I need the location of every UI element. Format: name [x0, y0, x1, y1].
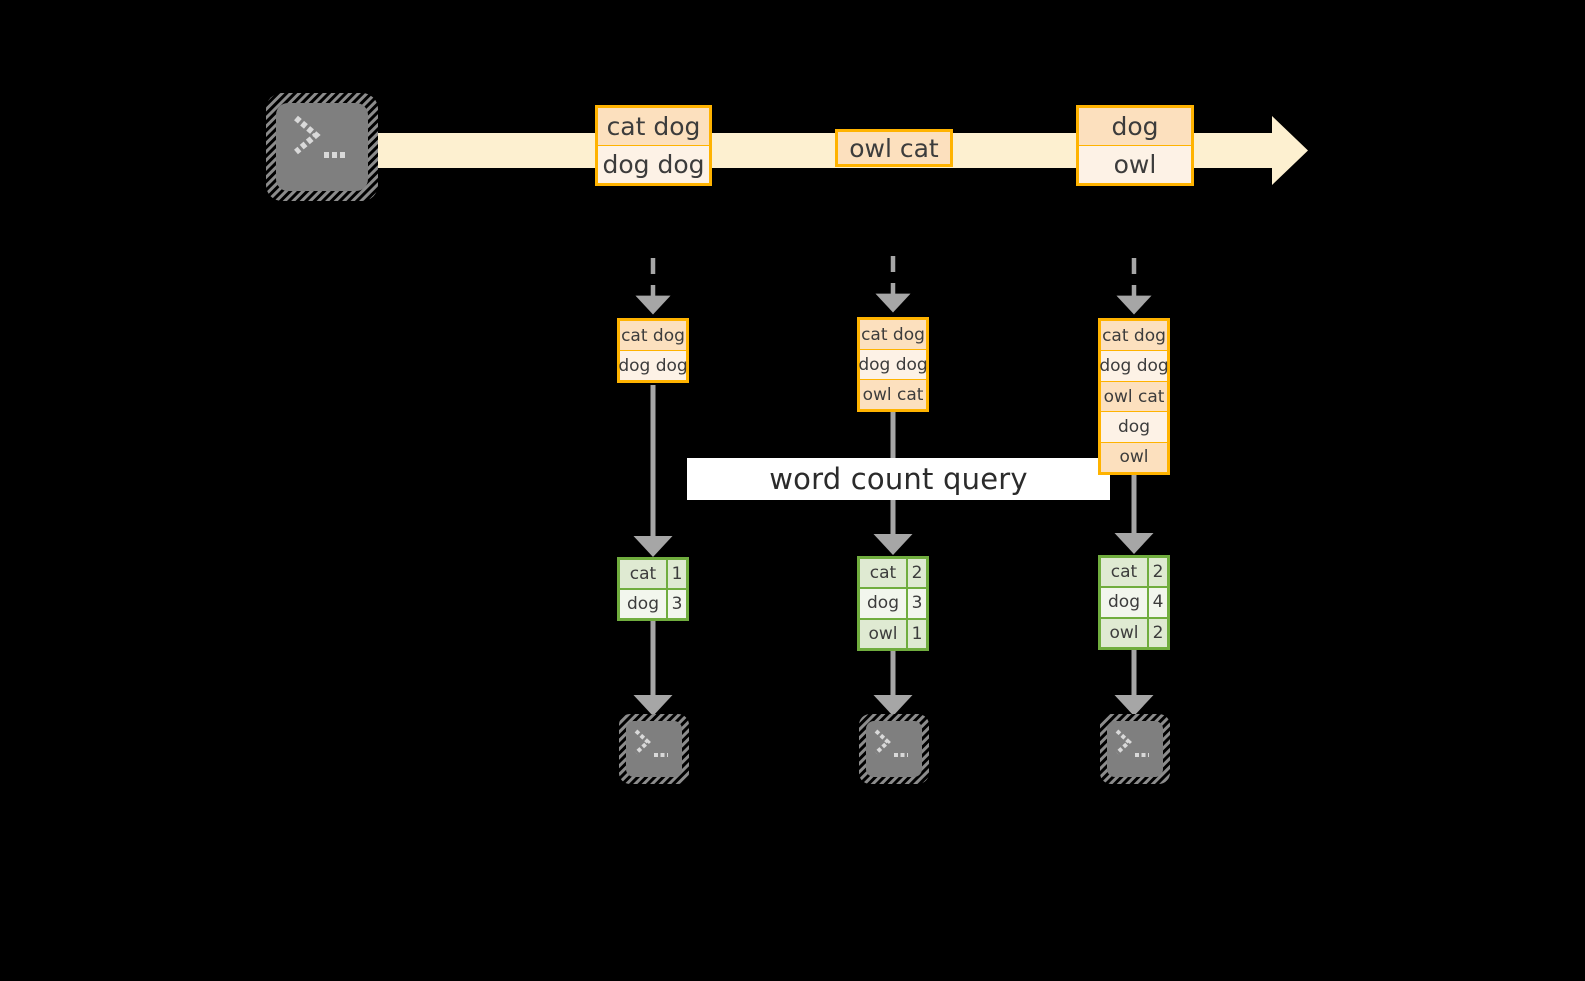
stream-message-line: dog [1079, 108, 1191, 146]
result-count: 3 [668, 590, 686, 618]
result-word: cat [860, 559, 908, 588]
result-count: 4 [1149, 588, 1167, 617]
stream-message-line: cat dog [598, 108, 709, 146]
snapshot-3-result-table[interactable]: cat 2 dog 4 owl 2 [1098, 555, 1170, 650]
result-word: cat [620, 560, 668, 588]
snapshot-1-input-stack[interactable]: cat dog dog dog [617, 318, 689, 383]
stream-message-3[interactable]: dog owl [1076, 105, 1194, 186]
result-word: dog [620, 590, 668, 618]
result-word: owl [860, 619, 908, 648]
stream-tap-connectors [635, 256, 1152, 315]
snapshot-input-line: cat dog [1101, 321, 1167, 352]
snapshot-input-line: dog dog [858, 350, 928, 380]
result-word: cat [1101, 558, 1149, 587]
result-word: dog [860, 589, 908, 618]
stream-message-line: owl cat [838, 132, 950, 164]
snapshot-input-line: cat dog [860, 320, 926, 350]
snapshot-3-input-stack[interactable]: cat dog dog dog owl cat dog owl [1098, 318, 1170, 475]
snapshot-input-line: cat dog [620, 321, 686, 351]
output-connectors [633, 620, 1154, 716]
stream-message-line: dog dog [598, 146, 709, 183]
table-row: cat 2 [860, 559, 926, 590]
consumer-terminal-icon-2 [859, 714, 929, 784]
snapshot-2-result-table[interactable]: cat 2 dog 3 owl 1 [857, 556, 929, 651]
word-count-query-label: word count query [687, 458, 1110, 500]
consumer-terminal-icon-3 [1100, 714, 1170, 784]
consumer-terminal-icon-1 [619, 714, 689, 784]
result-count: 2 [1149, 618, 1167, 647]
table-row: cat 2 [1101, 558, 1167, 589]
snapshot-input-line: dog dog [618, 351, 688, 380]
producer-terminal-icon [266, 93, 378, 201]
result-count: 2 [1149, 558, 1167, 587]
result-count: 3 [908, 589, 926, 618]
result-count: 1 [668, 560, 686, 588]
snapshot-input-line: owl cat [860, 380, 926, 409]
table-row: dog 3 [620, 590, 686, 618]
result-word: dog [1101, 588, 1149, 617]
snapshot-1-result-table[interactable]: cat 1 dog 3 [617, 557, 689, 621]
table-row: owl 1 [860, 619, 926, 648]
stream-message-line: owl [1079, 146, 1191, 183]
table-row: dog 4 [1101, 588, 1167, 619]
stream-message-1[interactable]: cat dog dog dog [595, 105, 712, 186]
result-count: 2 [908, 559, 926, 588]
snapshot-2-input-stack[interactable]: cat dog dog dog owl cat [857, 317, 929, 412]
stream-message-2[interactable]: owl cat [835, 129, 953, 167]
snapshot-input-line: dog [1101, 412, 1167, 443]
snapshot-input-line: dog dog [1099, 351, 1169, 382]
result-word: owl [1101, 618, 1149, 647]
snapshot-input-line: owl cat [1101, 381, 1167, 413]
result-count: 1 [908, 619, 926, 648]
table-row: owl 2 [1101, 618, 1167, 647]
table-row: cat 1 [620, 560, 686, 590]
table-row: dog 3 [860, 589, 926, 620]
snapshot-input-line: owl [1101, 442, 1167, 473]
